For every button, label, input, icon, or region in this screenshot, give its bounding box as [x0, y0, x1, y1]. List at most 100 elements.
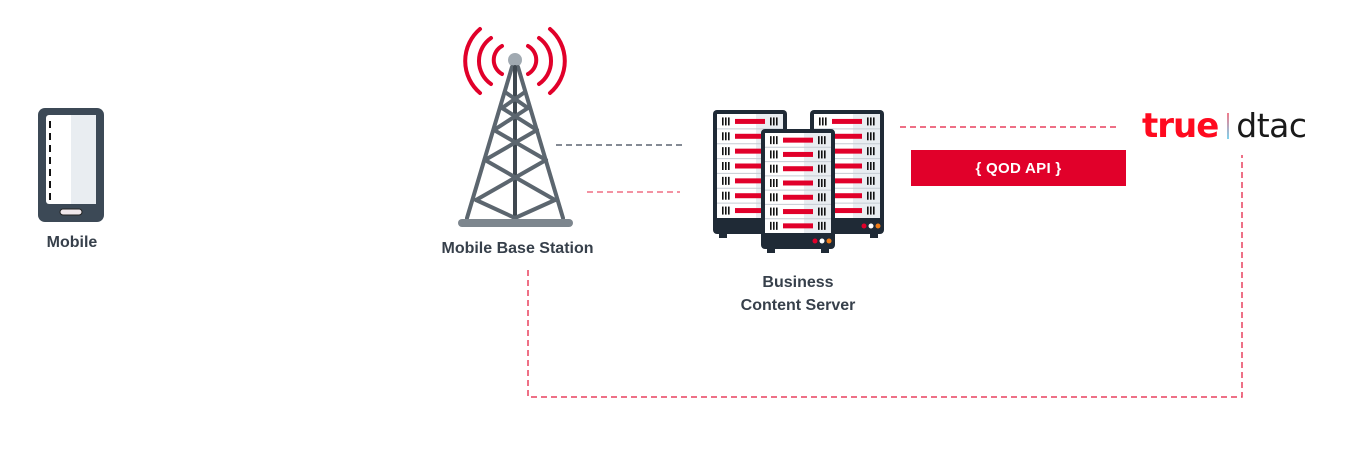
server-vent [821, 193, 823, 202]
server-drive-led [735, 148, 765, 154]
server-vent [773, 193, 775, 202]
server-drive-led [832, 148, 862, 154]
server-vent [824, 150, 826, 159]
server-vent [722, 147, 724, 156]
server-vent [770, 150, 772, 159]
server-drive-led [783, 137, 813, 143]
server-vent [725, 132, 727, 141]
server-vent [728, 191, 730, 200]
qod-api-badge: { QOD API } [911, 150, 1126, 186]
server-vent [867, 147, 869, 156]
server-vent [770, 193, 772, 202]
status-light-red [861, 223, 867, 229]
server-vent [818, 164, 820, 173]
server-vent [728, 176, 730, 185]
server-vent [870, 117, 872, 126]
server-vent [821, 221, 823, 230]
server-vent [870, 162, 872, 170]
logo-dtac-text: dtac [1236, 106, 1307, 145]
truedtac-logo: true dtac [1142, 106, 1307, 146]
server-vent [773, 179, 775, 187]
server-drive-led [735, 193, 765, 199]
server-vent [873, 132, 875, 141]
server-vent [722, 176, 724, 185]
base-station-label: Mobile Base Station [441, 240, 594, 257]
server-vent [873, 117, 875, 126]
server-vent [728, 206, 730, 215]
server-vent [725, 147, 727, 156]
server-vent [824, 164, 826, 173]
server-vent [870, 132, 872, 141]
server-drive-led [735, 208, 765, 214]
server-foot [821, 247, 829, 253]
server-vent [821, 136, 823, 145]
server-vent [728, 132, 730, 141]
logo-divider [1227, 113, 1230, 139]
server-vent [722, 162, 724, 170]
server-rack-icon [713, 110, 884, 253]
server-vent [873, 191, 875, 200]
server-vent [773, 207, 775, 216]
server-vent [870, 191, 872, 200]
server-vent [821, 150, 823, 159]
status-light-white [819, 238, 825, 244]
status-light-orange [826, 238, 832, 244]
server-drive-led [832, 163, 862, 169]
server-vent [867, 191, 869, 200]
server-drive-led [783, 166, 813, 172]
server-vent [870, 206, 872, 215]
server-vent [818, 207, 820, 216]
server-vent [776, 179, 778, 187]
server-vent [770, 117, 772, 126]
server-vent [770, 136, 772, 145]
server-vent [728, 162, 730, 170]
server-vent [725, 162, 727, 170]
server-drive-led [735, 133, 765, 139]
smartphone-icon [38, 108, 104, 222]
server-vent [818, 179, 820, 187]
server-vent [770, 164, 772, 173]
server-drive-led [735, 178, 765, 184]
server-vent [824, 207, 826, 216]
server-drive-led [783, 151, 813, 157]
server-drive-led [783, 180, 813, 186]
link-basestation-operator-loop [527, 155, 1243, 398]
server-vent [873, 147, 875, 156]
server-drive-led [783, 194, 813, 200]
server-vent [728, 117, 730, 126]
server-vent [867, 162, 869, 170]
server-vent [824, 179, 826, 187]
server-vent [818, 221, 820, 230]
status-light-white [868, 223, 874, 229]
server-vent [770, 221, 772, 230]
mobile-label: Mobile [46, 234, 98, 251]
server-vent [773, 136, 775, 145]
server-drive-led [832, 178, 862, 184]
server-vent [776, 136, 778, 145]
server-vent [867, 176, 869, 185]
server-vent [821, 207, 823, 216]
server-vent [722, 206, 724, 215]
server-vent [728, 147, 730, 156]
server-vent [722, 191, 724, 200]
server-vent [773, 117, 775, 126]
server-drive-led [832, 133, 862, 139]
server-vent [867, 206, 869, 215]
server-drive-led [832, 208, 862, 214]
server-drive-led [783, 223, 813, 229]
server-vent [867, 117, 869, 126]
server-drive-led [783, 209, 813, 215]
server-vent [822, 117, 824, 126]
server-vent [873, 206, 875, 215]
cell-tower-icon [458, 27, 573, 227]
server-vent [773, 164, 775, 173]
server-drive-led [832, 193, 862, 199]
server-vent [825, 117, 827, 126]
server-vent [770, 179, 772, 187]
server-vent [819, 117, 821, 126]
server-vent [776, 150, 778, 159]
server-drive-led [735, 118, 765, 124]
server-vent [722, 117, 724, 126]
qod-api-label: { QOD API } [975, 159, 1062, 177]
